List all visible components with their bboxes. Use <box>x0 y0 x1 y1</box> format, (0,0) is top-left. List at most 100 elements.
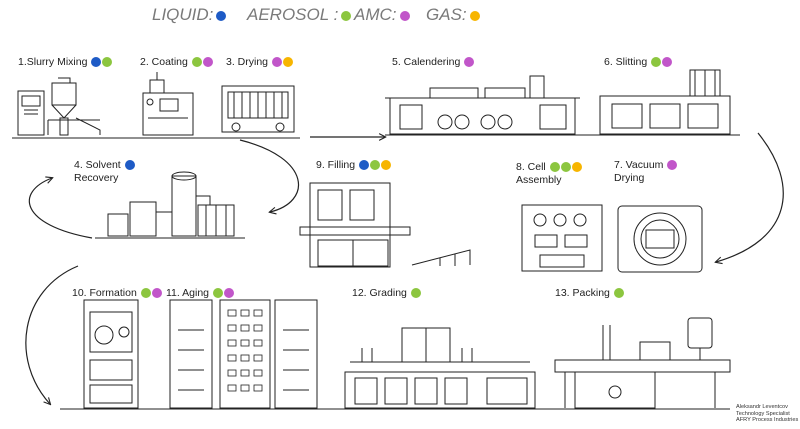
step-label-slitting: 6. Slitting <box>604 56 673 69</box>
credit-title: Technology Specialist <box>736 410 790 417</box>
solvent-recovery-machine <box>107 171 235 237</box>
step-title: 3. Drying <box>226 56 269 68</box>
step-title-line2: Recovery <box>74 172 119 184</box>
step-label-drying: 3. Drying <box>226 56 294 69</box>
step-title: 7. Vacuum <box>614 159 664 171</box>
grading-machine <box>344 327 536 409</box>
legend-item-amc: AMC: <box>354 5 410 25</box>
aging-racks <box>169 299 318 409</box>
coating-machine <box>142 72 194 136</box>
floor-lines <box>12 134 740 410</box>
arrow-filling-to-formation <box>25 265 79 404</box>
step-label-coating: 2. Coating <box>140 56 213 69</box>
step-label-calendering: 5. Calendering <box>392 56 475 69</box>
step-title: 2. Coating <box>140 56 188 68</box>
aerosol-dot-icon <box>213 288 224 299</box>
liquid-dot-icon <box>216 10 227 21</box>
category-dots <box>666 159 678 172</box>
step-title: 11. Aging <box>166 287 210 299</box>
category-dots <box>140 287 162 300</box>
step-title: 6. Slitting <box>604 56 648 68</box>
amc-dot-icon <box>151 288 162 299</box>
arrow-slitting-to-vacuum <box>716 132 784 262</box>
step-title: 10. Formation <box>72 287 137 299</box>
category-dots <box>124 159 135 172</box>
formation-machine <box>83 299 139 409</box>
amc-dot-icon <box>464 57 475 68</box>
category-dots <box>271 56 294 69</box>
step-label-packing: 13. Packing <box>555 287 624 300</box>
calendering-machine <box>385 75 580 135</box>
amc-dot-icon <box>202 57 213 68</box>
slitting-machine <box>599 69 731 135</box>
step-label-filling: 9. Filling <box>316 159 392 172</box>
step-title: 4. Solvent <box>74 159 121 171</box>
liquid-dot-icon <box>91 57 102 68</box>
step-title: 12. Grading <box>352 287 407 299</box>
category-dots <box>212 287 235 300</box>
gas-dot-icon <box>571 162 582 173</box>
amc-dot-icon <box>272 57 283 68</box>
slurry-mixer-machine <box>17 77 101 136</box>
gas-dot-icon <box>469 10 480 21</box>
aerosol-dot-icon <box>560 162 571 173</box>
cell-assembly-machine <box>521 204 603 272</box>
aerosol-dot-icon <box>341 10 352 21</box>
category-dots <box>90 56 113 69</box>
legend-label: LIQUID: <box>152 5 214 24</box>
aerosol-dot-icon <box>410 288 421 299</box>
step-title: 1.Slurry Mixing <box>18 56 88 68</box>
author-credit: Aleksandr Leventcov Technology Specialis… <box>736 404 798 424</box>
legend-label: GAS: <box>426 5 467 24</box>
legend: LIQUID: AEROSOL : AMC: GAS: <box>0 5 800 27</box>
aerosol-dot-icon <box>613 288 624 299</box>
category-dots <box>613 287 624 300</box>
step-title: 13. Packing <box>555 287 610 299</box>
category-dots <box>191 56 213 69</box>
step-label-aging: 11. Aging <box>166 287 235 300</box>
gas-dot-icon <box>283 57 294 68</box>
aerosol-dot-icon <box>370 160 381 171</box>
step-title-line2: Assembly <box>516 174 562 186</box>
step-title: 8. Cell <box>516 161 546 173</box>
legend-label: AMC: <box>354 5 397 24</box>
drying-oven-machine <box>221 85 295 133</box>
step-label-grading: 12. Grading <box>352 287 421 300</box>
step-label-slurry-mixing: 1.Slurry Mixing <box>18 56 113 69</box>
amc-dot-icon <box>399 10 410 21</box>
category-dots <box>410 287 421 300</box>
legend-label: AEROSOL : <box>247 5 339 24</box>
aerosol-dot-icon <box>191 57 202 68</box>
step-title: 5. Calendering <box>392 56 461 68</box>
aerosol-dot-icon <box>549 162 560 173</box>
step-title: 9. Filling <box>316 159 356 171</box>
amc-dot-icon <box>662 57 673 68</box>
legend-item-gas: GAS: <box>426 5 480 25</box>
amc-dot-icon <box>224 288 235 299</box>
filling-machine <box>299 182 471 268</box>
arrow-drying-to-recovery <box>239 139 299 212</box>
step-label-formation: 10. Formation <box>72 287 162 300</box>
packing-machine <box>554 317 731 409</box>
category-dots <box>463 56 475 69</box>
liquid-dot-icon <box>359 160 370 171</box>
aerosol-dot-icon <box>102 57 113 68</box>
category-dots <box>650 56 673 69</box>
legend-item-liquid: LIQUID: <box>152 5 227 25</box>
credit-org: AFRY Process Industries <box>736 417 799 424</box>
credit-name: Aleksandr Leventcov <box>736 404 788 410</box>
arrow-recovery-return <box>28 178 93 239</box>
vacuum-dryer-machine <box>617 205 703 273</box>
amc-dot-icon <box>667 160 678 171</box>
legend-item-aerosol: AEROSOL : <box>247 5 352 25</box>
category-dots <box>358 159 392 172</box>
aerosol-dot-icon <box>651 57 662 68</box>
gas-dot-icon <box>381 160 392 171</box>
flow-arrows <box>25 132 784 404</box>
liquid-dot-icon <box>124 160 135 171</box>
category-dots <box>549 161 582 174</box>
step-title-line2: Drying <box>614 172 645 184</box>
